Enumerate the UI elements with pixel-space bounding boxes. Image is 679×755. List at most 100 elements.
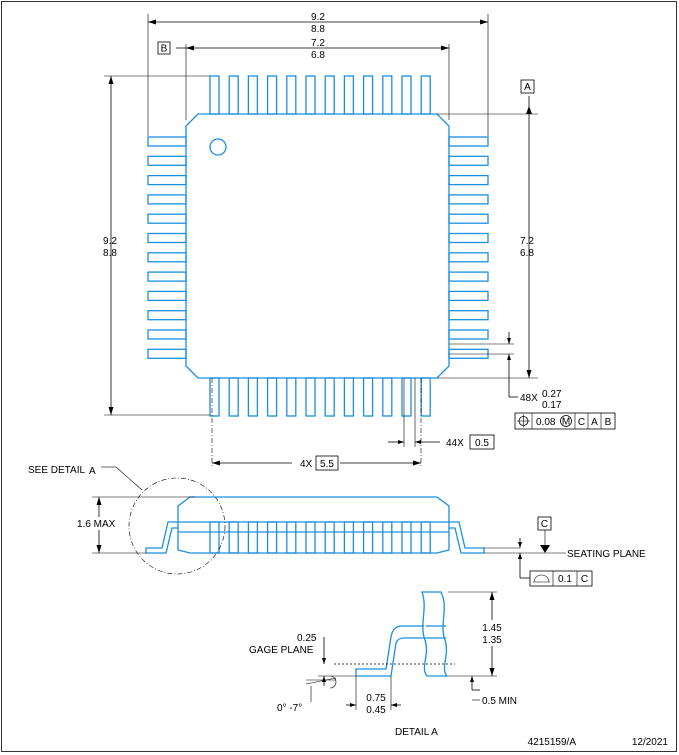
lead-bottom xyxy=(286,377,297,417)
lead-left xyxy=(147,310,187,321)
lead-bottom xyxy=(362,377,374,417)
detail-a-view: 0.25 GAGE PLANE 1.45 1.35 0.5 MIN 0.75 0… xyxy=(249,591,517,738)
position-tolerance-value: 0.08 xyxy=(536,417,556,428)
lead-right xyxy=(448,155,489,166)
lead-left xyxy=(147,290,187,302)
span-value: 5.5 xyxy=(320,459,334,470)
position-datum-1: C xyxy=(578,417,585,428)
side-lead xyxy=(209,521,220,554)
span-prefix: 4X xyxy=(300,459,313,470)
lead-bottom xyxy=(420,377,431,417)
side-lead xyxy=(362,521,374,554)
mmc-modifier-label: M xyxy=(562,417,570,428)
detail-a-circle xyxy=(128,477,226,575)
foot-length-min: 0.45 xyxy=(366,705,386,716)
side-lead xyxy=(343,521,355,554)
lead-right xyxy=(448,213,489,224)
position-tolerance-frame: 0.08 M C A B xyxy=(514,412,616,430)
lead-right xyxy=(448,252,489,263)
lead-top xyxy=(324,75,335,115)
lead-width-min: 0.17 xyxy=(542,400,562,411)
lead-right xyxy=(448,290,489,302)
side-lead xyxy=(228,521,239,554)
side-lead xyxy=(286,521,297,554)
side-lead xyxy=(324,521,335,554)
position-datum-2: A xyxy=(591,417,598,428)
datum-c-label: C xyxy=(541,519,548,530)
datum-a-box xyxy=(520,79,535,94)
see-detail-label: SEE DETAIL xyxy=(28,465,85,476)
side-lead xyxy=(401,521,412,554)
datum-b-label: B xyxy=(161,44,168,55)
lead-top xyxy=(343,75,355,115)
top-view: 9.2 8.8 B 7.2 6.8 9.2 8.8 A 7.2 6.8 xyxy=(103,12,616,471)
standoff-label: 0.25 xyxy=(297,633,317,644)
lead-left xyxy=(147,136,187,147)
pitch-value: 0.5 xyxy=(475,438,489,449)
lead-bottom xyxy=(266,377,278,417)
lead-left xyxy=(147,271,187,282)
lead-top xyxy=(266,75,278,115)
body-height-min: 6.8 xyxy=(520,248,534,259)
leads-top xyxy=(209,75,431,115)
leads-left xyxy=(147,136,187,359)
side-lead xyxy=(382,521,393,554)
leads-right xyxy=(448,136,489,359)
profile-symbol-icon xyxy=(533,574,550,583)
datum-a-label: A xyxy=(524,82,531,93)
side-leads xyxy=(209,521,431,554)
height-label: 1.6 MAX xyxy=(77,519,116,530)
lead-top xyxy=(401,75,412,115)
body-thickness-min: 1.35 xyxy=(482,635,502,646)
pitch-prefix: 44X xyxy=(446,438,464,449)
side-body-outline xyxy=(177,496,450,554)
lead-right xyxy=(448,232,489,244)
lead-bottom xyxy=(209,377,220,417)
lead-right xyxy=(448,329,489,340)
body-height-max: 7.2 xyxy=(520,236,534,247)
lead-right xyxy=(448,194,489,205)
side-lead xyxy=(305,521,316,554)
side-lead xyxy=(266,521,278,554)
doc-number: 4215159/A xyxy=(528,737,577,748)
lead-bottom xyxy=(247,377,259,417)
side-lead xyxy=(247,521,259,554)
lead-width-max: 0.27 xyxy=(542,389,562,400)
lead-top xyxy=(247,75,259,115)
lead-left xyxy=(147,155,187,166)
doc-date: 12/2021 xyxy=(632,737,669,748)
lead-bottom xyxy=(228,377,239,417)
side-view: SEE DETAIL A 1.6 MAX C SEATING PLANE 0 xyxy=(28,465,646,587)
flatness-value: 0.1 xyxy=(558,574,572,585)
datum-b-box xyxy=(157,41,171,55)
lead-top xyxy=(286,75,297,115)
lead-left xyxy=(147,232,187,244)
detail-body-outline xyxy=(421,591,449,677)
lead-left xyxy=(147,213,187,224)
lead-right xyxy=(448,310,489,321)
lead-top xyxy=(382,75,393,115)
lead-bottom xyxy=(324,377,335,417)
detail-a-title: DETAIL A xyxy=(395,727,438,738)
lead-left xyxy=(147,252,187,263)
body-width-min: 6.8 xyxy=(311,50,325,61)
lead-width-prefix: 48X xyxy=(520,393,538,404)
detail-lead xyxy=(355,625,424,677)
overall-width-max: 9.2 xyxy=(311,12,325,23)
overall-height-min: 8.8 xyxy=(103,248,117,259)
overall-width-min: 8.8 xyxy=(311,24,325,35)
lead-top xyxy=(209,75,220,115)
package-body-outline xyxy=(185,113,450,379)
lead-bottom xyxy=(382,377,393,417)
lead-top xyxy=(420,75,431,115)
pin1-marker xyxy=(209,138,227,156)
body-thickness-max: 1.45 xyxy=(482,623,502,634)
lead-top xyxy=(228,75,239,115)
lead-bottom xyxy=(401,377,412,417)
lead-right xyxy=(448,174,489,186)
gage-plane-label: GAGE PLANE xyxy=(249,645,314,656)
lead-length-label: 0.5 MIN xyxy=(482,696,517,707)
lead-top xyxy=(305,75,316,115)
